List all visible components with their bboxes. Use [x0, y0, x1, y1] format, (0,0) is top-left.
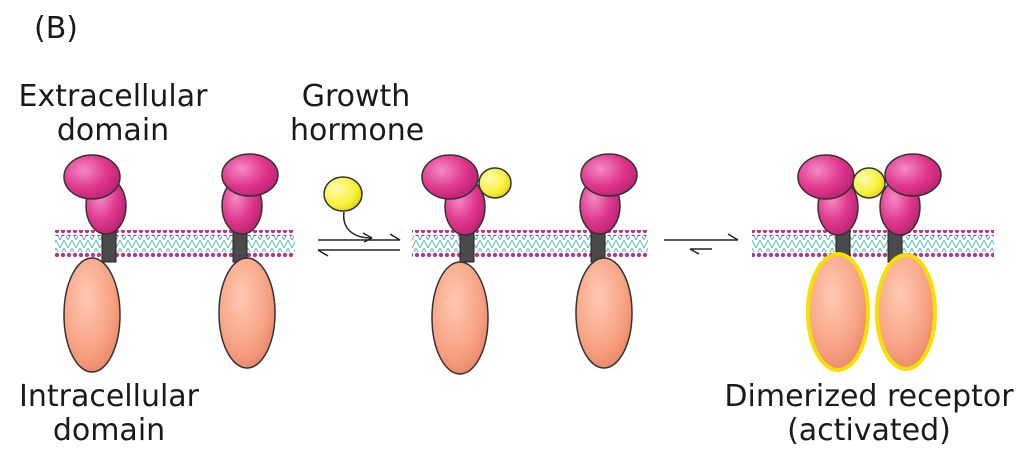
receptor-1: [63, 154, 127, 373]
panel-label: (B): [34, 11, 78, 46]
membrane-bilayer-3: [752, 230, 994, 258]
equilibrium-arrows-icon: [664, 233, 739, 255]
intracellular-domain-left-activated: [806, 252, 870, 372]
extracellular-label-line-1: Extracellular: [18, 79, 208, 114]
intracellular-label-line-2: domain: [52, 413, 166, 448]
membrane-bilayer-2: [412, 230, 648, 258]
extracellular-domain-upper: [221, 153, 279, 197]
membrane-bilayer-1: [55, 230, 295, 258]
extracellular-domain-left-upper: [797, 154, 855, 200]
dimerized-receptor-label: Dimerized receptor (activated): [724, 380, 1014, 448]
bound-hormone-icon: [478, 167, 512, 199]
curved-binding-arrow-icon: [343, 211, 373, 243]
growth-hormone-label-line-1: Growth: [301, 79, 411, 114]
extracellular-domain-right-upper: [884, 153, 942, 197]
growth-hormone-label-line-2: hormone: [290, 113, 425, 148]
bridging-hormone-icon: [852, 167, 886, 199]
dimerized-label-line-1: Dimerized receptor: [724, 379, 1014, 414]
intracellular-domain: [431, 261, 489, 375]
dimerized-label-line-2: (activated): [787, 413, 951, 448]
free-growth-hormone: [323, 176, 363, 212]
extracellular-domain-upper: [63, 154, 121, 200]
receptor-3-hormone-bound: [421, 154, 512, 375]
receptor-4: [575, 153, 638, 369]
extracellular-label-line-2: domain: [56, 113, 170, 148]
equilibrium-arrows-icon: [317, 233, 401, 257]
extracellular-domain-upper: [421, 154, 479, 200]
intracellular-domain-right-activated: [875, 253, 937, 371]
extracellular-domain-label: Extracellular domain: [8, 80, 218, 148]
growth-hormone-label: Growth hormone: [290, 79, 425, 148]
intracellular-domain: [575, 257, 633, 369]
hormone-icon: [323, 176, 363, 212]
extracellular-domain-upper: [580, 153, 638, 197]
dimerized-receptor: [797, 153, 942, 372]
intracellular-domain: [218, 257, 276, 369]
receptor-2: [218, 153, 279, 369]
intracellular-label-line-1: Intracellular: [18, 379, 200, 414]
intracellular-domain-label: Intracellular domain: [14, 380, 204, 448]
intracellular-domain: [63, 257, 121, 373]
